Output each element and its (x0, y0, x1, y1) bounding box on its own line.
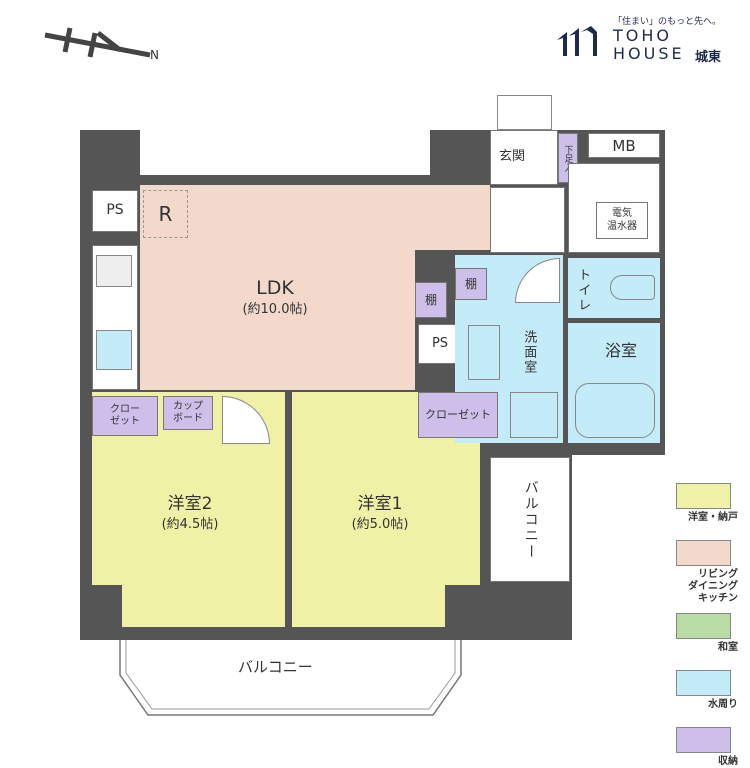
western2-label: 洋室2 (約4.5帖) (161, 494, 219, 532)
sink-icon (96, 330, 132, 370)
room-entrance: 玄関 (490, 130, 558, 185)
toilet-label: トイレ (575, 268, 591, 313)
shelf-1: 棚 (415, 282, 447, 318)
logo-branch: 城東 (695, 50, 722, 65)
compass-north-label: N (150, 48, 159, 62)
logo-tagline: 「住まい」のもっと先へ。 (613, 17, 722, 27)
washing-machine-pan (510, 392, 558, 438)
water-heater: 電気 温水器 (596, 202, 648, 239)
legend-swatch-water (676, 670, 731, 696)
ldk-label: LDK (約10.0帖) (242, 277, 308, 317)
logo-name-1: TOHO (613, 26, 672, 45)
legend-swatch-ldk (676, 540, 731, 566)
legend: 洋室・納戸 リビング ダイニング キッチン 和室 水周り 収納 (676, 483, 740, 768)
balcony-right: バルコニー (490, 457, 570, 582)
bathroom-label: 浴室 (605, 341, 638, 360)
entrance-hall (490, 187, 565, 253)
ps-hall: PS (418, 324, 462, 364)
door-western2 (222, 396, 270, 444)
logo-name-2: HOUSE (613, 44, 685, 63)
legend-swatch-storage (676, 727, 731, 753)
washroom-label: 洗面室 (521, 330, 537, 375)
balcony-bottom-outline (119, 637, 462, 716)
stove-icon (96, 255, 132, 287)
western1-label: 洋室1 (約5.0帖) (351, 494, 409, 532)
logo-mark-icon (557, 26, 597, 56)
room-ldk (140, 185, 415, 390)
refrigerator-space: R (143, 190, 188, 238)
cupboard: カップ ボード (163, 396, 213, 430)
legend-swatch-western (676, 483, 731, 509)
closet-left: クロー ゼット (92, 396, 158, 436)
ps-ldk: PS (92, 190, 138, 232)
toilet-icon (610, 275, 655, 300)
compass-arrow-icon (44, 27, 151, 58)
front-door (497, 95, 552, 130)
logo: 「住まい」のもっと先へ。 TOHO HOUSE 城東 (555, 8, 745, 65)
legend-swatch-japanese (676, 613, 731, 639)
balcony-bottom-label: バルコニー (238, 658, 313, 676)
bathtub-icon (575, 383, 655, 438)
washbasin-icon (468, 325, 500, 380)
mb: MB (588, 133, 660, 158)
balcony-right-label: バルコニー (522, 479, 539, 560)
closet-right: クローゼット (418, 392, 498, 438)
shelf-2: 棚 (455, 268, 487, 300)
